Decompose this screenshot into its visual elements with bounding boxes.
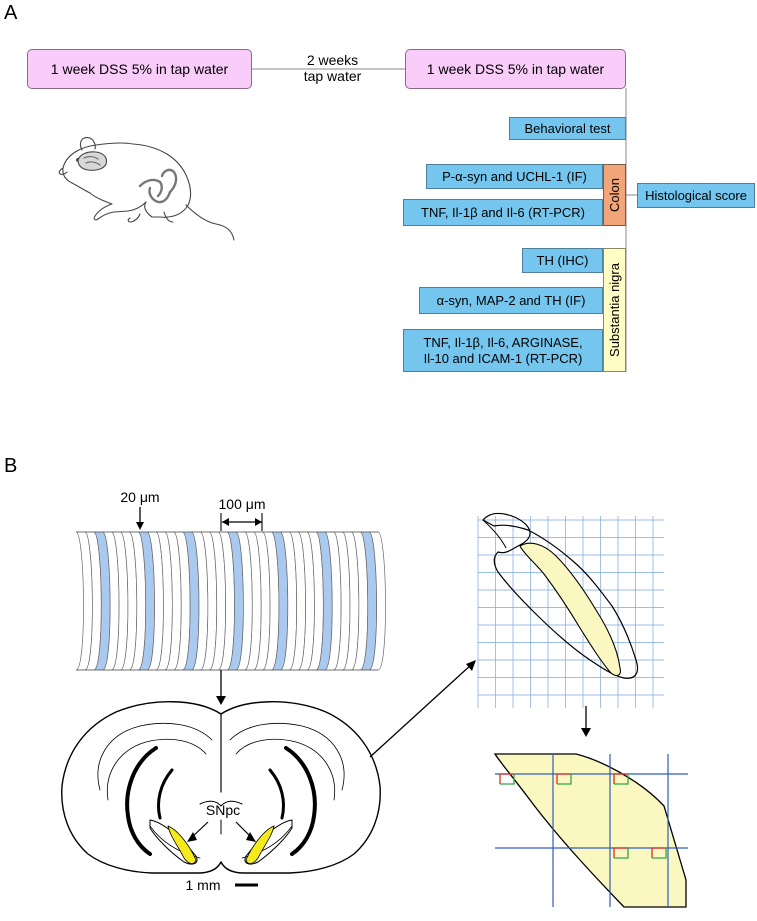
probe-green-edge (652, 848, 667, 859)
histological-score-box: Histological score (637, 183, 755, 208)
probe-red-edge (613, 773, 628, 784)
colon-if-box: P-α-syn and UCHL-1 (IF) (426, 164, 603, 189)
probe-red-edge (651, 847, 666, 858)
slice-interval-label: 100 μm (218, 496, 266, 512)
tissue-cylinder (75, 531, 386, 671)
snpc-label: SNpc (205, 802, 241, 818)
probe-red-edge (499, 773, 514, 784)
interval-label-line2: tap water (303, 68, 362, 84)
probe-green-edge (500, 774, 515, 785)
scale-bar-label: 1 mm (185, 877, 221, 893)
sn-ihc-box: TH (IHC) (522, 248, 603, 273)
snpc-left-region (167, 825, 197, 864)
snpc-right-region (245, 825, 275, 864)
probe-green-edge (614, 848, 629, 859)
dss-week2-box: 1 week DSS 5% in tap water (405, 49, 626, 89)
probe-red-edge (556, 773, 571, 784)
sn-pcr-line2: Il-10 and ICAM-1 (RT-PCR) (423, 350, 583, 366)
region-outline-overview (482, 512, 639, 679)
sn-pcr-line1: TNF, Il-1β, Il-6, ARGINASE, (423, 334, 583, 350)
brain-coronal-section (61, 701, 381, 874)
substantia-nigra-box: Substantia nigra (603, 248, 626, 372)
sn-pcr-box: TNF, Il-1β, Il-6, ARGINASE, Il-10 and IC… (403, 329, 603, 372)
panel-a-letter: A (4, 2, 18, 24)
substantia-nigra-label: Substantia nigra (606, 263, 622, 357)
colon-box: Colon (603, 164, 626, 226)
panel-b-letter: B (4, 455, 18, 477)
probe-red-edge (613, 847, 628, 858)
colon-label: Colon (606, 178, 622, 212)
interval-label: 2 weeks tap water (285, 52, 380, 84)
slice-thickness-label: 20 μm (120, 489, 160, 505)
behavioral-test-box: Behavioral test (509, 117, 626, 140)
dss-week1-box: 1 week DSS 5% in tap water (27, 49, 252, 89)
sn-if-box: α-syn, MAP-2 and TH (IF) (419, 287, 603, 314)
counting-grid-overview (477, 516, 664, 708)
counting-frame-zoom (493, 753, 688, 908)
probe-green-edge (557, 774, 572, 785)
probe-green-edge (614, 774, 629, 785)
mouse-drawing (58, 137, 235, 241)
colon-pcr-box: TNF, Il-1β and Il-6 (RT-PCR) (403, 199, 603, 226)
interval-label-line1: 2 weeks (306, 52, 359, 68)
